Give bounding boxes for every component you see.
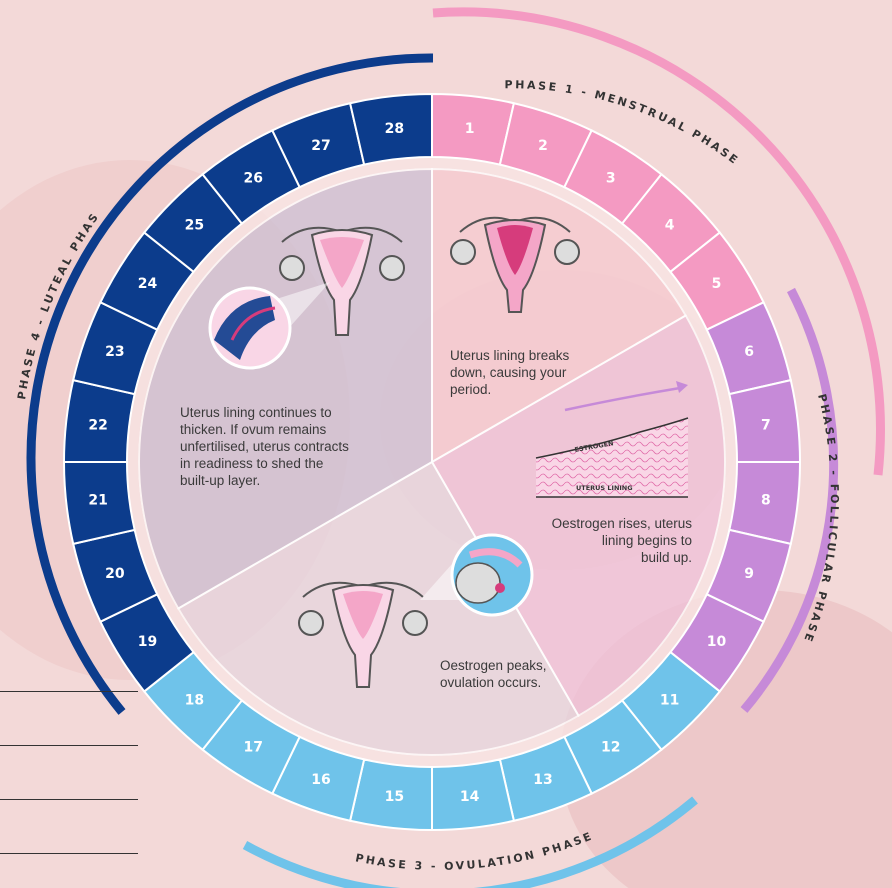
- day-label-3: 3: [606, 171, 616, 187]
- day-label-19: 19: [138, 634, 157, 650]
- follicular-description: Oestrogen rises, uterus lining begins to…: [542, 515, 692, 566]
- day-label-16: 16: [311, 772, 330, 788]
- day-label-26: 26: [243, 171, 262, 187]
- day-label-17: 17: [243, 739, 262, 755]
- day-label-10: 10: [707, 634, 727, 650]
- day-label-25: 25: [185, 217, 204, 233]
- day-label-24: 24: [138, 276, 158, 292]
- day-label-5: 5: [712, 276, 722, 292]
- uterus-lining-label: UTERUS LINING: [576, 484, 633, 492]
- day-label-23: 23: [105, 344, 124, 360]
- day-label-4: 4: [665, 217, 675, 233]
- day-label-6: 6: [744, 344, 754, 360]
- day-label-13: 13: [533, 772, 552, 788]
- ruled-line: [0, 691, 138, 692]
- day-label-14: 14: [460, 789, 480, 805]
- day-label-21: 21: [88, 493, 107, 509]
- day-label-12: 12: [601, 739, 620, 755]
- ruled-line: [0, 745, 138, 746]
- day-label-18: 18: [185, 693, 204, 709]
- day-label-15: 15: [385, 789, 404, 805]
- luteal-description: Uterus lining continues to thicken. If o…: [180, 404, 349, 489]
- menstrual-description: Uterus lining breaks down, causing your …: [450, 347, 569, 398]
- ruled-line: [0, 799, 138, 800]
- day-label-2: 2: [538, 138, 548, 154]
- ovulation-description: Oestrogen peaks, ovulation occurs.: [440, 657, 547, 691]
- ruled-line: [0, 853, 138, 854]
- day-label-20: 20: [105, 566, 125, 582]
- day-label-22: 22: [88, 417, 107, 433]
- day-label-11: 11: [660, 693, 679, 709]
- day-label-8: 8: [761, 493, 771, 509]
- day-label-9: 9: [744, 566, 754, 582]
- day-label-28: 28: [385, 121, 404, 137]
- day-label-7: 7: [761, 417, 771, 433]
- day-label-1: 1: [465, 121, 475, 137]
- day-label-27: 27: [311, 138, 330, 154]
